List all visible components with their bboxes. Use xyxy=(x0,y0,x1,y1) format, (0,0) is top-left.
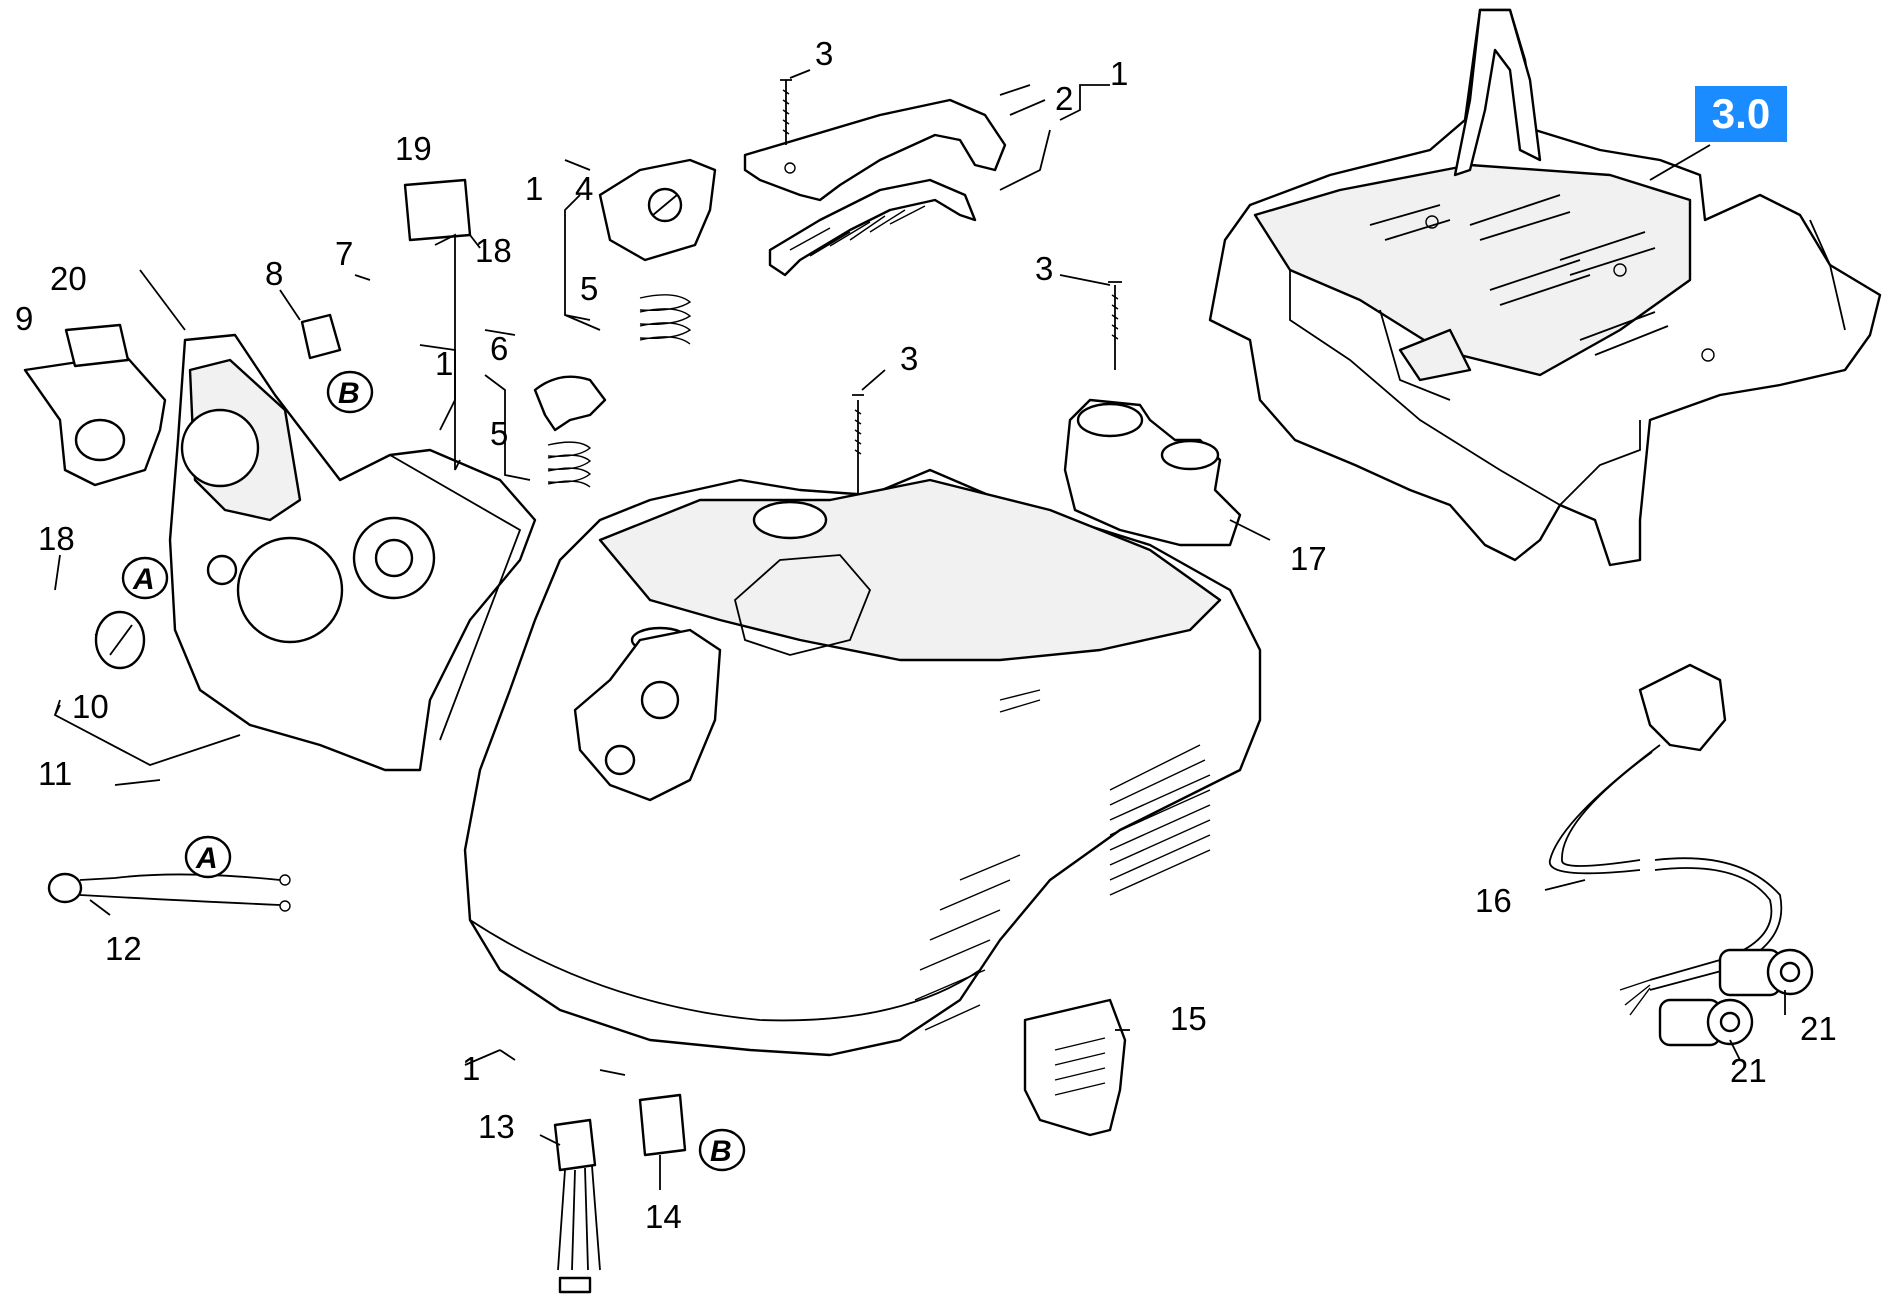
front-control-panel xyxy=(168,333,537,772)
callout-2: 2 xyxy=(1055,80,1073,117)
callout-14: 14 xyxy=(645,1198,682,1235)
knob-and-springs xyxy=(533,158,717,488)
callout-11: 11 xyxy=(38,755,72,792)
callout-1-bottom: 1 xyxy=(462,1050,480,1087)
callout-3-right: 3 xyxy=(1035,250,1053,287)
callout-8: 8 xyxy=(265,255,283,292)
section-badge: 3.0 xyxy=(1695,86,1787,142)
callout-16: 16 xyxy=(1475,882,1512,919)
ferrite-cores xyxy=(1658,948,1814,1047)
marker-b-bottom-label: B xyxy=(710,1135,732,1168)
wiring-parts xyxy=(47,872,687,1294)
callout-18-top: 18 xyxy=(475,232,512,269)
callout-3-top: 3 xyxy=(815,35,833,72)
connector-markers: A A B B xyxy=(94,370,746,1172)
callout-1-left: 1 xyxy=(435,345,453,382)
base-tray-assembly xyxy=(1208,8,1882,567)
callout-21-left: 21 xyxy=(1730,1052,1767,1089)
filter-cover xyxy=(1023,998,1127,1137)
callout-21-right: 21 xyxy=(1800,1010,1837,1047)
power-cable xyxy=(1549,663,1783,1016)
callout-20: 20 xyxy=(50,260,87,297)
callout-5-upper: 5 xyxy=(580,270,598,307)
main-housing xyxy=(463,468,1262,1057)
callout-7: 7 xyxy=(335,235,353,272)
holder-bracket xyxy=(1063,398,1242,547)
marker-a-wire xyxy=(184,835,232,879)
marker-a-wire-label: A xyxy=(195,842,218,875)
marker-b-panel-label: B xyxy=(338,377,360,410)
callout-6: 6 xyxy=(490,330,508,367)
callout-3-center: 3 xyxy=(900,340,918,377)
callout-17: 17 xyxy=(1290,540,1327,577)
callout-19: 19 xyxy=(395,130,432,167)
marker-b-bottom xyxy=(698,1128,746,1172)
callout-1-knob: 1 xyxy=(525,170,543,207)
callout-10: 10 xyxy=(72,688,109,725)
callout-9: 9 xyxy=(15,300,33,337)
marker-a-panel xyxy=(121,556,169,600)
callout-1-handle: 1 xyxy=(1110,55,1128,92)
callout-18-left: 18 xyxy=(38,520,75,557)
leader-lines xyxy=(53,69,1786,1190)
callout-labels: 1 2 3 3 3 1 4 5 1 6 5 19 18 7 8 20 9 18 … xyxy=(15,35,1837,1235)
marker-b-panel xyxy=(326,370,374,414)
marker-a-panel-label: A xyxy=(132,563,155,596)
socket-and-cover xyxy=(23,178,472,487)
callout-4: 4 xyxy=(575,170,593,207)
handle-assembly xyxy=(743,98,1007,277)
callout-13: 13 xyxy=(478,1108,515,1145)
callout-5-lower: 5 xyxy=(490,415,508,452)
callout-12: 12 xyxy=(105,930,142,967)
callout-15: 15 xyxy=(1170,1000,1207,1037)
